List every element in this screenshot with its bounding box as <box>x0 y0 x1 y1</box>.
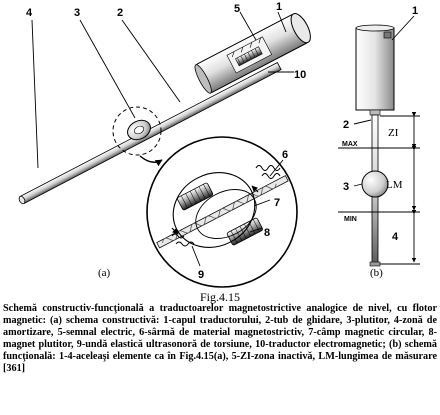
label-b-zi: ZI <box>388 127 399 139</box>
label-a-5: 5 <box>234 3 240 15</box>
label-a-3: 3 <box>74 7 80 19</box>
float <box>127 119 151 141</box>
label-b-1: 1 <box>412 5 418 17</box>
label-a-2: 2 <box>117 7 123 19</box>
detail-circle <box>112 106 162 156</box>
label-b-2: 2 <box>343 119 349 131</box>
diagram-svg: 4 3 2 5 1 10 6 7 8 9 (a) <box>18 1 420 288</box>
zoom-arrow <box>139 155 163 167</box>
label-a-6: 6 <box>282 149 288 161</box>
label-a-10: 10 <box>294 69 306 81</box>
transducer-head-b <box>355 24 395 116</box>
figure-caption: Schemă constructiv-funcţională a traduct… <box>3 303 437 375</box>
leader-lines-a <box>31 11 294 267</box>
label-b-3: 3 <box>343 181 349 193</box>
zoom-detail <box>146 136 298 288</box>
transducer-head <box>194 13 311 94</box>
figure-number: Fig.4.15 <box>199 290 240 304</box>
sublabel-b: (b) <box>370 267 383 279</box>
label-a-7: 7 <box>274 197 280 209</box>
scheme-b: 1 2 3 4 ZI LM MAX MIN (b) <box>338 5 420 279</box>
label-a-9: 9 <box>198 269 204 281</box>
label-a-4: 4 <box>26 7 33 19</box>
label-b-max: MAX <box>342 141 358 148</box>
label-b-4: 4 <box>392 231 399 243</box>
diagram-figure: 4 3 2 5 1 10 6 7 8 9 (a) <box>18 1 420 288</box>
float-b <box>361 170 389 198</box>
label-b-min: MIN <box>344 216 357 223</box>
scheme-a: 4 3 2 5 1 10 6 7 8 9 (a) <box>18 1 311 288</box>
label-a-8: 8 <box>264 227 270 239</box>
dimension-lines-b <box>338 111 420 265</box>
label-b-lm: LM <box>386 179 403 191</box>
label-a-1: 1 <box>276 1 282 13</box>
sublabel-a: (a) <box>98 267 111 279</box>
